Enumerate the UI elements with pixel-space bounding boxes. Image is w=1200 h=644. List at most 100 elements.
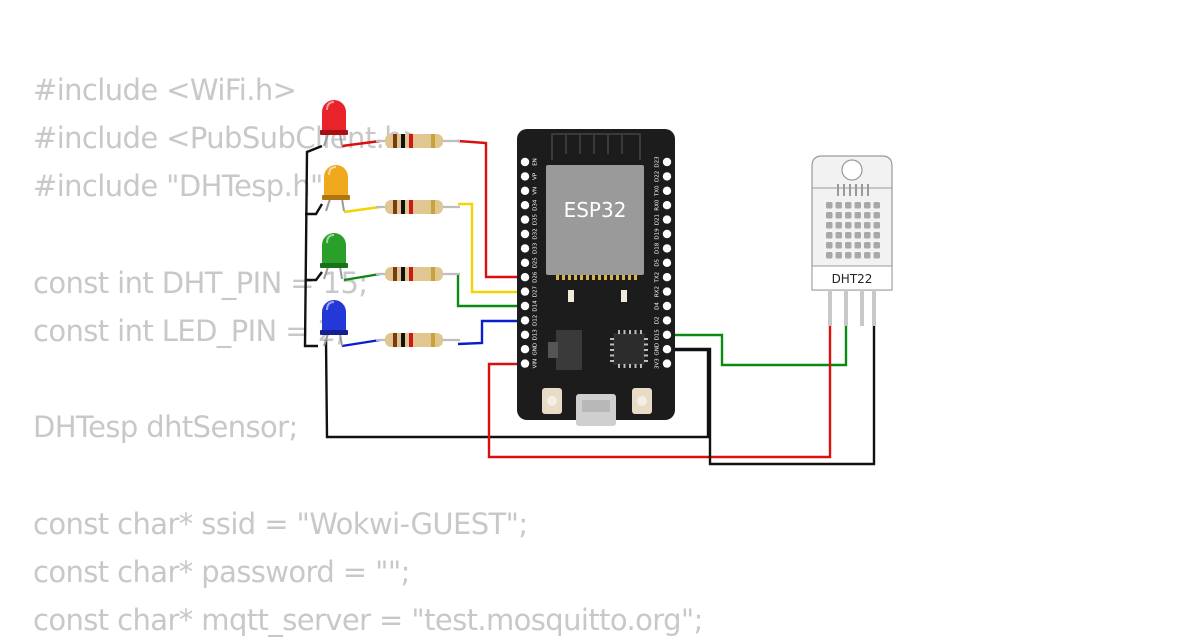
- sensor-vent: [835, 252, 842, 259]
- sensor-vent: [854, 242, 861, 249]
- pin-label: VN: [533, 187, 539, 195]
- wire-green-dht-data-d15[interactable]: [670, 325, 848, 367]
- resistors: [376, 134, 460, 347]
- pin-d21[interactable]: [662, 215, 672, 224]
- pin-label: D23: [655, 156, 661, 168]
- module-pad: [562, 275, 565, 280]
- wire-green-d14[interactable]: [456, 274, 522, 308]
- pin-d12[interactable]: [520, 316, 530, 325]
- module-pad: [580, 275, 583, 280]
- dht22-sensor[interactable]: DHT22: [811, 155, 893, 326]
- wire-yellow-d27[interactable]: [458, 202, 522, 294]
- sensor-vent: [845, 232, 852, 239]
- sensor-vent: [854, 212, 861, 219]
- wire-red-d26[interactable]: [457, 139, 522, 279]
- pin-d34[interactable]: [520, 201, 530, 210]
- resistor-220ohm[interactable]: [376, 267, 460, 281]
- resistor-220ohm[interactable]: [376, 200, 460, 214]
- pin-d23[interactable]: [662, 157, 672, 167]
- code-line: DHTesp dhtSensor;: [33, 410, 298, 445]
- pin-label: RX2: [655, 286, 661, 297]
- led-orange[interactable]: [322, 165, 350, 212]
- module-pad: [556, 275, 559, 280]
- sensor-vent: [845, 252, 852, 259]
- pin-gnd[interactable]: [520, 345, 530, 354]
- resistor-220ohm[interactable]: [376, 134, 460, 148]
- wire-black-ground-bus[interactable]: [303, 144, 323, 348]
- pin-label: VP: [533, 172, 539, 180]
- wire-yellow-led-anode[interactable]: [343, 205, 381, 214]
- module-pad: [574, 275, 577, 280]
- dht22-pins: [828, 290, 876, 326]
- pin-d13[interactable]: [520, 330, 530, 339]
- code-line: #include <PubSubClient.h>: [33, 121, 426, 156]
- pin-tx2[interactable]: [662, 273, 672, 282]
- pin-label: D4: [655, 302, 661, 310]
- pin-label: EN: [533, 158, 539, 166]
- pin-label: TX2: [655, 272, 661, 284]
- pin-label: D26: [533, 271, 539, 283]
- pin-d26[interactable]: [520, 273, 530, 282]
- pin-rx2[interactable]: [662, 287, 672, 296]
- pin-gnd[interactable]: [662, 345, 672, 354]
- pin-3v3[interactable]: [662, 359, 672, 368]
- wires: [303, 139, 876, 466]
- pin-d18[interactable]: [662, 244, 672, 253]
- sensor-vent: [854, 232, 861, 239]
- sensor-vent: [864, 222, 871, 229]
- wire-blue-d12[interactable]: [457, 319, 522, 346]
- sensor-vent: [873, 202, 880, 209]
- pin-d5[interactable]: [662, 258, 672, 267]
- pin-label: VIN: [533, 359, 539, 369]
- pin-vn[interactable]: [520, 186, 530, 195]
- resistor-220ohm[interactable]: [376, 333, 460, 347]
- wire-blue-led-anode[interactable]: [341, 338, 381, 348]
- pin-d15[interactable]: [662, 330, 672, 339]
- pin-label: RX0: [655, 199, 661, 211]
- sensor-vent: [873, 252, 880, 259]
- pin-label: D19: [655, 228, 661, 240]
- sensor-vent: [826, 212, 833, 219]
- module-pad: [598, 275, 601, 280]
- sensor-vent: [826, 232, 833, 239]
- pin-label: 3V3: [655, 358, 661, 369]
- pin-d27[interactable]: [520, 287, 530, 296]
- module-pad: [568, 275, 571, 280]
- pin-d25[interactable]: [520, 258, 530, 267]
- pin-d4[interactable]: [662, 301, 672, 311]
- pin-label: D35: [533, 213, 539, 225]
- led-blue[interactable]: [320, 300, 348, 347]
- sensor-vent: [873, 212, 880, 219]
- wire-black-led3-gnd[interactable]: [305, 271, 323, 282]
- module-pad: [616, 275, 619, 280]
- pin-label: D2: [655, 317, 661, 325]
- pin-d22[interactable]: [662, 172, 672, 181]
- pin-vin[interactable]: [520, 359, 530, 368]
- pin-rx0[interactable]: [662, 201, 672, 210]
- pin-d14[interactable]: [520, 301, 530, 311]
- sensor-vent: [845, 242, 852, 249]
- wire-red-dht-vcc-vin[interactable]: [487, 325, 832, 459]
- pin-tx0[interactable]: [662, 186, 672, 195]
- usb-serial-chip: [613, 333, 645, 365]
- sensor-vent: [826, 252, 833, 259]
- pin-vp[interactable]: [520, 172, 530, 181]
- pin-d19[interactable]: [662, 229, 672, 239]
- code-line: const int DHT_PIN = 15;: [33, 265, 368, 300]
- pin-d35[interactable]: [520, 215, 530, 224]
- led-green[interactable]: [320, 233, 348, 280]
- code-line: #include "DHTesp.h": [33, 169, 323, 204]
- sensor-vent: [873, 222, 880, 229]
- wire-black-led2-gnd[interactable]: [305, 203, 324, 216]
- wire-green-led-anode[interactable]: [343, 272, 381, 282]
- pin-d32[interactable]: [520, 229, 530, 239]
- pin-d2[interactable]: [662, 316, 672, 325]
- esp32-board[interactable]: ESP32 ENVPVND34D35D32D33D25D26D27D14D12D…: [517, 129, 675, 426]
- pin-en[interactable]: [520, 157, 530, 167]
- wire-red-led-anode[interactable]: [341, 139, 381, 148]
- wire-black-dht-gnd[interactable]: [670, 325, 876, 466]
- pin-d33[interactable]: [520, 244, 530, 253]
- led-red[interactable]: [320, 100, 348, 147]
- pin-label: D12: [533, 315, 539, 326]
- pin-label: D22: [655, 171, 661, 182]
